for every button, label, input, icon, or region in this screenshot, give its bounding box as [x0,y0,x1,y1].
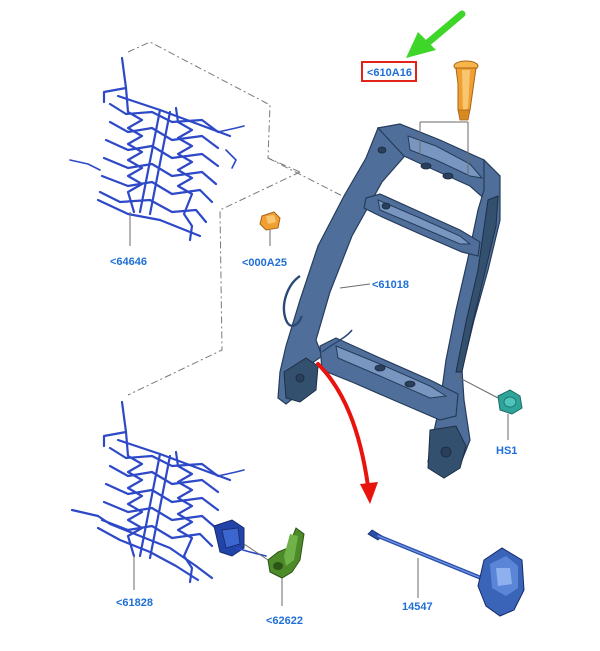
label-62622[interactable]: <62622 [266,615,303,627]
lumbar-motor [213,519,267,557]
label-HS1[interactable]: HS1 [496,445,517,457]
seat-back-frame [277,123,501,479]
upper-wire-mat [69,56,245,242]
bracket-part [243,527,305,606]
assembly-lines [127,41,361,396]
clip-part [259,211,281,246]
label-000A25[interactable]: <000A25 [242,257,287,269]
leader-lines [129,212,371,590]
label-61828[interactable]: <61828 [116,597,153,609]
head-restraint-guide [453,60,479,121]
green-arrow-icon [406,10,466,58]
lower-wire-mat [70,400,245,584]
headrest-guide-markers [419,121,469,176]
label-14547[interactable]: 14547 [402,601,433,613]
grommet-part [455,375,523,440]
recliner-actuator [367,529,525,617]
highlight-box [361,61,417,82]
red-arrow-icon [316,362,378,504]
label-610A16[interactable]: <610A16 [367,67,412,79]
label-61018[interactable]: <61018 [372,279,409,291]
label-64646[interactable]: <64646 [110,256,147,268]
